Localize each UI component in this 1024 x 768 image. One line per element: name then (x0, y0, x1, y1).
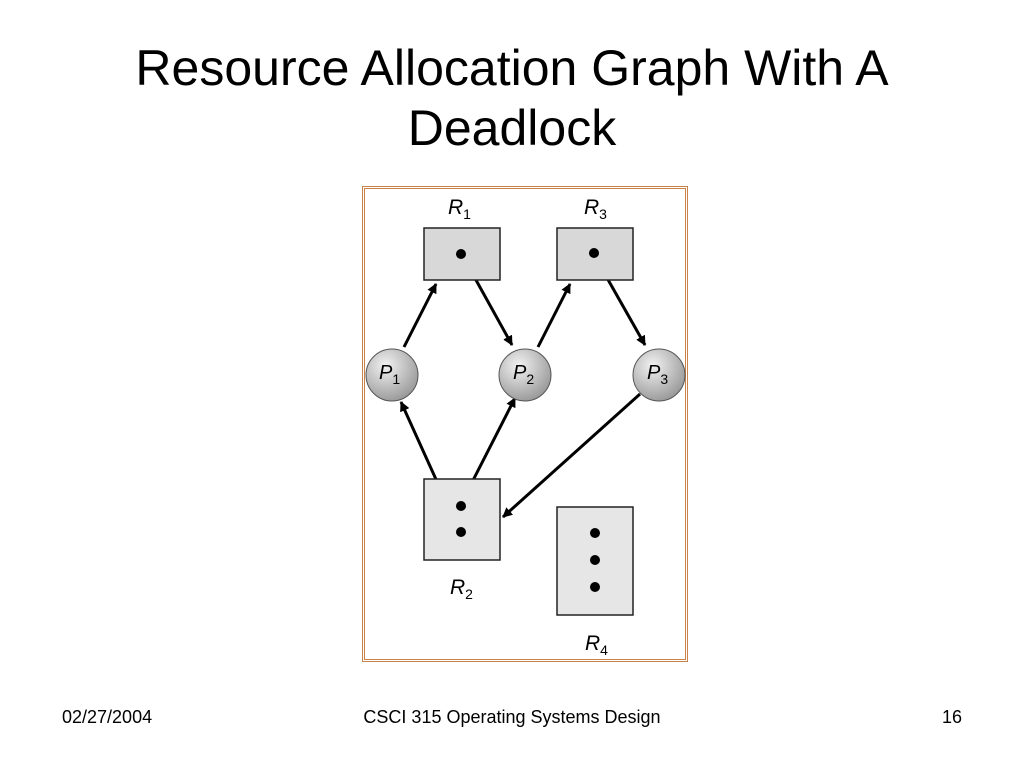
title-line-1: Resource Allocation Graph With A (135, 40, 889, 96)
resource-r1-instance (456, 249, 466, 259)
edge-p1-r1 (402, 283, 438, 348)
footer-page-number: 16 (941, 707, 962, 727)
process-p2-label: P2 (513, 362, 534, 387)
resource-r3-instance (589, 248, 599, 258)
process-p3-label: P3 (647, 362, 668, 387)
footer-date: 02/27/2004 (62, 707, 153, 727)
resource-r3-label: R3 (584, 196, 607, 222)
resource-r4-instance-3 (590, 582, 600, 592)
figure-frame (362, 186, 688, 662)
resource-r4-instance-1 (590, 528, 600, 538)
process-p2-node (498, 348, 552, 402)
resource-r2-label: R2 (450, 576, 473, 602)
resource-r2-instance-2 (456, 527, 466, 537)
resource-r4-label: R4 (585, 632, 608, 658)
resource-r2-instance-1 (456, 501, 466, 511)
process-p3-node (632, 348, 686, 402)
title-line-2: Deadlock (407, 100, 617, 156)
resource-r2-box (423, 478, 501, 561)
edge-p3-r2 (501, 392, 642, 519)
process-p1-label: P1 (379, 362, 400, 387)
footer-course: CSCI 315 Operating Systems Design (363, 707, 661, 727)
resource-r4-instance-2 (590, 555, 600, 565)
slide-title: Resource Allocation Graph With A Deadloc… (40, 38, 984, 158)
edge-p2-r3 (536, 283, 572, 348)
process-p1-node (365, 348, 419, 402)
resource-r1-label: R1 (448, 196, 471, 222)
